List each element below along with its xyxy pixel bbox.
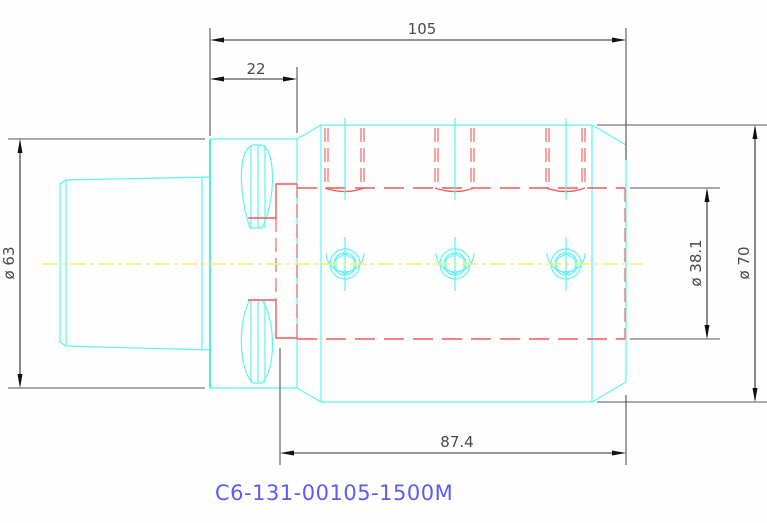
screw-holes-hidden [324,118,586,200]
screw-hole-1 [324,118,365,200]
dim-text-shank-diameter: ø 63 [0,246,18,279]
dim-text-overall-length: 105 [408,20,437,38]
drive-slot-bottom [240,299,274,384]
screw-hole-3 [545,118,586,200]
dim-text-flange-length: 22 [246,60,265,78]
hidden-bore [248,183,626,340]
dimension-bore-diameter [630,187,720,340]
dimension-body-length [279,348,627,465]
screw-hole-2 [434,118,475,200]
dim-text-body-length: 87.4 [440,433,473,451]
dim-text-bore-diameter: ø 38.1 [687,239,705,286]
dimension-flange-length [210,67,298,133]
dimension-shank-diameter [8,138,205,389]
part-number: C6-131-00105-1500M [215,481,453,505]
dim-text-body-diameter: ø 70 [735,246,753,279]
dimension-overall-length [209,28,627,160]
drive-slot-top [240,144,274,229]
dimension-body-diameter [597,124,767,403]
